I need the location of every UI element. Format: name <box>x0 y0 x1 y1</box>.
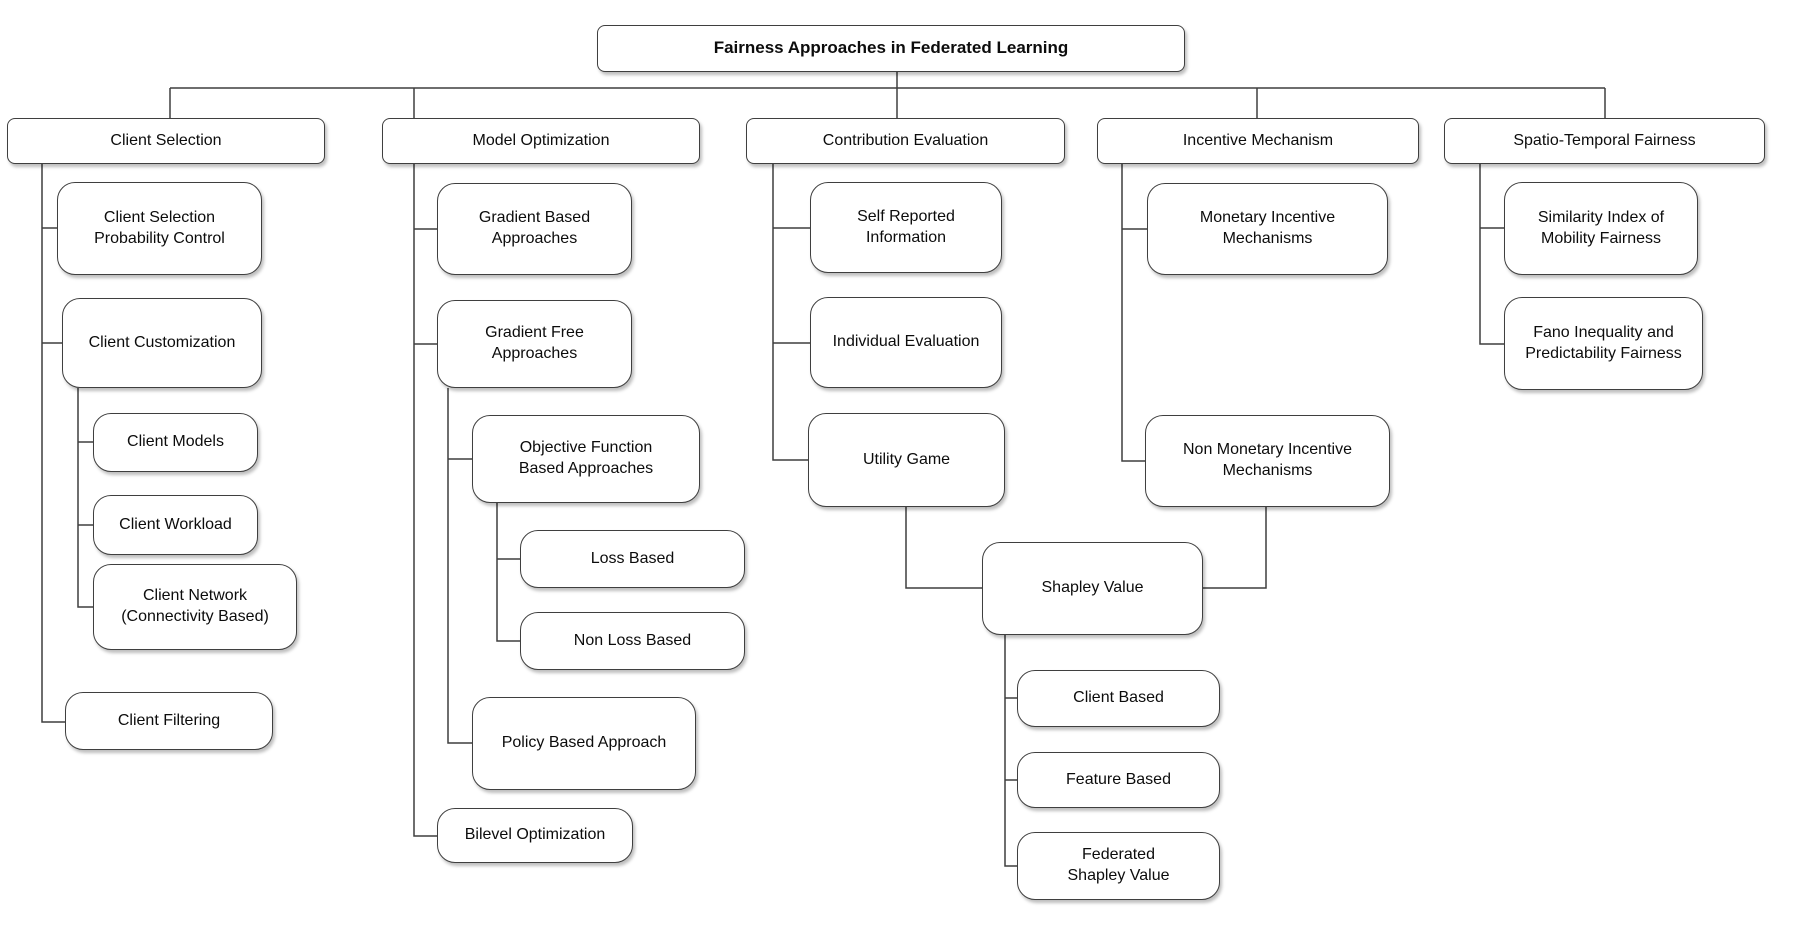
node-non-loss-based: Non Loss Based <box>520 612 745 670</box>
node-policy-based-approach: Policy Based Approach <box>472 697 696 790</box>
node-utility-game: Utility Game <box>808 413 1005 507</box>
node-gradient-free-approaches: Gradient Free Approaches <box>437 300 632 388</box>
node-bilevel-optimization: Bilevel Optimization <box>437 808 633 863</box>
node-contribution-evaluation: Contribution Evaluation <box>746 118 1065 164</box>
node-client-workload: Client Workload <box>93 495 258 555</box>
node-similarity-index-of-mobility-fairness: Similarity Index of Mobility Fairness <box>1504 182 1698 275</box>
node-client-network: Client Network (Connectivity Based) <box>93 564 297 650</box>
node-individual-evaluation: Individual Evaluation <box>810 297 1002 388</box>
node-non-monetary-incentive-mechanisms: Non Monetary Incentive Mechanisms <box>1145 415 1390 507</box>
node-loss-based: Loss Based <box>520 530 745 588</box>
diagram-title: Fairness Approaches in Federated Learnin… <box>597 25 1185 72</box>
node-monetary-incentive-mechanisms: Monetary Incentive Mechanisms <box>1147 183 1388 275</box>
node-client-selection-probability-control: Client Selection Probability Control <box>57 182 262 275</box>
node-objective-function-based-approaches: Objective Function Based Approaches <box>472 415 700 503</box>
node-client-customization: Client Customization <box>62 298 262 388</box>
node-feature-based: Feature Based <box>1017 752 1220 808</box>
node-client-models: Client Models <box>93 413 258 472</box>
node-client-filtering: Client Filtering <box>65 692 273 750</box>
node-spatio-temporal-fairness: Spatio-Temporal Fairness <box>1444 118 1765 164</box>
node-gradient-based-approaches: Gradient Based Approaches <box>437 183 632 275</box>
node-client-selection: Client Selection <box>7 118 325 164</box>
node-incentive-mechanism: Incentive Mechanism <box>1097 118 1419 164</box>
node-federated-shapley-value: Federated Shapley Value <box>1017 832 1220 900</box>
node-client-based: Client Based <box>1017 670 1220 727</box>
node-model-optimization: Model Optimization <box>382 118 700 164</box>
node-fano-inequality-and-predictability-fairness: Fano Inequality and Predictability Fairn… <box>1504 297 1703 390</box>
node-self-reported-information: Self Reported Information <box>810 182 1002 273</box>
node-shapley-value: Shapley Value <box>982 542 1203 635</box>
